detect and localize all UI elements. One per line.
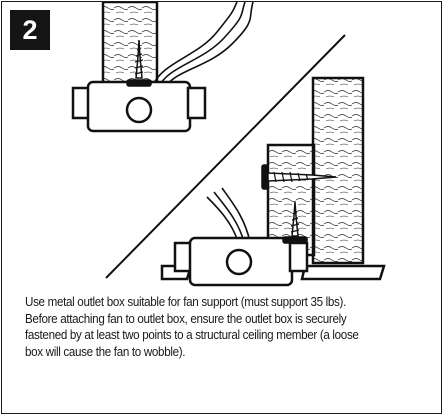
screw-icon: [126, 39, 152, 87]
instruction-line: fastened by at least two points to a str…: [25, 328, 359, 342]
step-number-badge: 2: [10, 10, 50, 50]
instruction-line: Use metal outlet box suitable for fan su…: [25, 295, 346, 309]
lower-wires-icon: [206, 187, 251, 243]
instruction-text: Use metal outlet box suitable for fan su…: [25, 294, 397, 360]
ceiling-joist-icon: [101, 2, 159, 92]
lower-ceiling-joist-icon: [311, 76, 365, 265]
installation-illustration: [71, 2, 386, 287]
upper-scene: [71, 2, 254, 133]
horizontal-screw-icon: [261, 164, 337, 190]
instruction-line: box will cause the fan to wobble).: [25, 344, 186, 359]
lower-scene: [160, 76, 386, 287]
wires-icon: [151, 2, 254, 90]
diagonal-divider: [105, 34, 346, 279]
vertical-screw-icon: [282, 201, 308, 244]
outlet-box-icon: [71, 80, 207, 133]
instruction-line: Before attaching fan to outlet box, ensu…: [25, 311, 347, 326]
lower-outlet-box-icon: [173, 236, 309, 287]
